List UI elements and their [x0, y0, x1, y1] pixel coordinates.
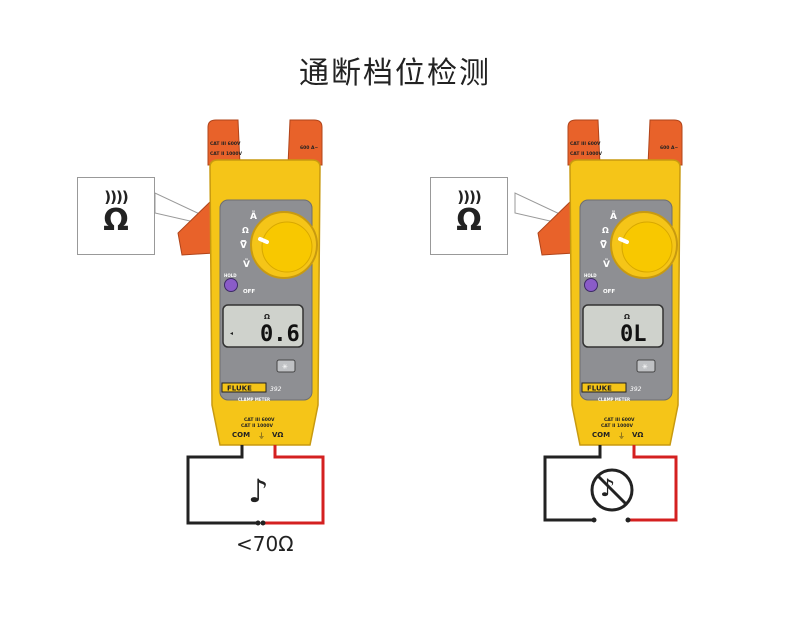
jaw-left	[207, 119, 241, 166]
jaw-left	[567, 119, 601, 166]
sound-icon: ))))	[457, 188, 481, 206]
jaw-current-rating: 600 A~	[660, 145, 678, 151]
callout-continuity-setting: )))) Ω	[430, 177, 508, 255]
vohm-terminal-label: VΩ	[272, 431, 283, 439]
lcd-reading: 0L	[620, 322, 647, 347]
contact-point	[591, 517, 597, 523]
backlight-button[interactable]	[276, 359, 296, 373]
dial-label-dc-volts: V̿	[240, 239, 247, 251]
red-test-lead	[628, 445, 678, 522]
jaw-current-rating: 600 A~	[300, 145, 318, 151]
lcd-display	[222, 304, 304, 348]
terminal-rating-2: CAT II 1000V	[601, 423, 634, 429]
rotary-dial[interactable]	[261, 221, 313, 273]
terminal-rating-1: CAT III 600V	[244, 417, 275, 423]
dial-pointer	[258, 237, 269, 244]
brand-plate	[581, 382, 627, 393]
lcd-reading: 0.6	[260, 322, 300, 347]
lcd-display	[582, 304, 664, 348]
note-icon: ♪	[248, 472, 269, 510]
vohm-terminal-label: VΩ	[632, 431, 643, 439]
hold-label: HOLD	[224, 273, 237, 278]
jaw-rating-2: CAT II 1000V	[570, 151, 603, 157]
model-number: 392	[630, 386, 642, 393]
hold-label: HOLD	[584, 273, 597, 278]
lcd-unit: Ω	[624, 313, 630, 321]
hold-button[interactable]	[224, 278, 238, 292]
lcd-unit: Ω	[264, 313, 270, 321]
ohm-symbol: Ω	[456, 203, 482, 238]
meter-subtitle: CLAMP METER	[238, 397, 270, 402]
meter-subtitle: CLAMP METER	[598, 397, 630, 402]
dial-label-ohm: Ω	[242, 226, 249, 235]
jaw-rating-1: CAT III 600V	[210, 141, 241, 147]
page-title: 通断档位检测	[299, 56, 491, 91]
com-terminal-label: COM	[232, 431, 250, 439]
contact-point	[625, 517, 631, 523]
sound-icon: ))))	[104, 188, 128, 206]
jaw-rating-1: CAT III 600V	[570, 141, 601, 147]
terminal-rating-2: CAT II 1000V	[241, 423, 274, 429]
jaw-right	[647, 119, 683, 166]
backlight-button[interactable]	[636, 359, 656, 373]
off-label: OFF	[243, 289, 255, 295]
brand-logo: FLUKE	[587, 385, 612, 393]
terminal-rating-1: CAT III 600V	[604, 417, 635, 423]
off-label: OFF	[603, 289, 615, 295]
com-terminal-label: COM	[592, 431, 610, 439]
ground-symbol: ⏚	[258, 432, 265, 440]
dial-label-dc-volts: V̿	[600, 239, 607, 251]
model-number: 392	[270, 386, 282, 393]
rotary-dial[interactable]	[621, 221, 673, 273]
backlight-icon: ✳	[642, 363, 648, 371]
dial-label-ac-volts: Ṽ	[603, 259, 610, 270]
red-test-lead	[262, 445, 325, 525]
hold-button[interactable]	[584, 278, 598, 292]
clamp-meter-illustration: CAT III 600V CAT II 1000V 600 A~ Ã Ω V̿ …	[177, 119, 323, 446]
note-icon: ♪	[600, 474, 616, 502]
brand-logo: FLUKE	[227, 385, 252, 393]
ground-symbol: ⏚	[618, 432, 625, 440]
lcd-beeper-indicator: ◂	[230, 330, 233, 337]
callout-continuity-setting: )))) Ω	[77, 177, 155, 255]
ohm-symbol: Ω	[103, 203, 129, 238]
backlight-icon: ✳	[282, 363, 288, 371]
dial-label-ac-amps: Ã	[250, 211, 257, 222]
contact-point	[255, 520, 261, 526]
dial-label-ac-volts: Ṽ	[243, 259, 250, 270]
dial-pointer	[618, 237, 629, 244]
contact-point	[260, 520, 266, 526]
dial-label-ohm: Ω	[602, 226, 609, 235]
clamp-meter-illustration: CAT III 600V CAT II 1000V 600 A~ Ã Ω V̿ …	[537, 119, 683, 446]
resistance-threshold-label: <70Ω	[236, 532, 294, 556]
jaw-rating-2: CAT II 1000V	[210, 151, 243, 157]
black-test-lead	[543, 445, 602, 522]
brand-plate	[221, 382, 267, 393]
dial-label-ac-amps: Ã	[610, 211, 617, 222]
jaw-right	[287, 119, 323, 166]
